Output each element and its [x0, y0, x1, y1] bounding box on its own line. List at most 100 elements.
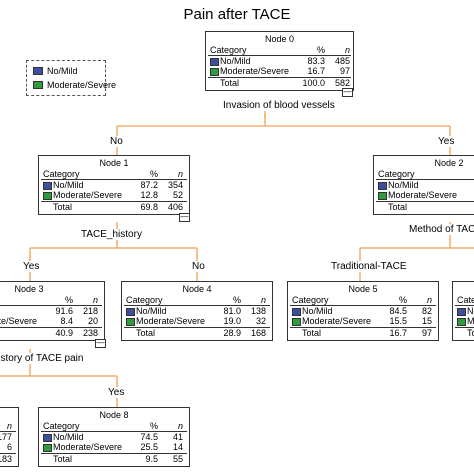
header-rule	[208, 55, 351, 56]
row-n: 354	[167, 180, 183, 190]
split-label-node1: TACE_history	[80, 229, 143, 240]
row-category: Moderate/Severe	[53, 442, 123, 452]
row-n: 6	[6, 442, 12, 452]
row-pct: 19.0	[223, 316, 241, 326]
total-pct: 100.0	[302, 78, 325, 88]
legend-label: No/Mild	[47, 66, 78, 76]
branch-label: No	[191, 261, 206, 272]
row-n: 14	[172, 442, 183, 452]
row-pct: 83.3	[307, 56, 325, 66]
collapse-toggle[interactable]: —	[95, 338, 106, 348]
branch-label: Yes	[107, 387, 126, 398]
header-category: Category	[292, 295, 329, 305]
row-category: No/Mild	[136, 306, 167, 316]
row-n: 138	[250, 306, 266, 316]
header-n: n	[344, 45, 350, 55]
row-pct: 8.4	[60, 316, 73, 326]
total-rule	[290, 327, 436, 328]
tree-node-7[interactable]: Node 7Category%nNo/Mild177Moderate/Sever…	[0, 407, 19, 467]
row-n: 82	[421, 306, 432, 316]
row-n: 41	[172, 432, 183, 442]
node-title: Node 7	[0, 410, 18, 420]
legend-swatch-no-mild	[33, 67, 43, 75]
row-pct: 74.5	[140, 432, 158, 442]
node-title: Node 4	[182, 284, 212, 294]
legend-item: Moderate/Severe	[33, 80, 116, 90]
row-pct: 91.6	[55, 306, 73, 316]
total-n: 97	[421, 328, 432, 338]
collapse-toggle[interactable]: —	[342, 87, 353, 97]
swatch-no-mild	[292, 308, 301, 316]
total-label: Total	[136, 328, 156, 338]
swatch-no-mild	[43, 182, 52, 190]
row-category: Moderate/Severe	[220, 66, 290, 76]
legend: No/Mild Moderate/Severe	[26, 60, 116, 96]
header-category: Category	[378, 169, 415, 179]
swatch-no-mild	[126, 308, 135, 316]
row-n: 218	[82, 306, 98, 316]
row-category: Moderate/Severe	[302, 316, 372, 326]
tree-node-6[interactable]: Node 6Category%nNo/MildModerate/SevereTo…	[452, 281, 474, 341]
total-pct: 40.9	[55, 328, 73, 338]
header-rule	[124, 305, 270, 306]
header-rule	[290, 305, 436, 306]
header-pct: %	[149, 169, 158, 179]
split-label-root: Invasion of blood vessels	[222, 100, 336, 111]
total-rule	[376, 201, 474, 202]
swatch-moderate-severe	[292, 318, 301, 326]
row-n: 15	[421, 316, 432, 326]
header-n: n	[177, 169, 183, 179]
swatch-moderate-severe	[126, 318, 135, 326]
header-category: Category	[43, 169, 80, 179]
node-title: Node 0	[264, 34, 295, 44]
row-category: Moderate/Severe	[136, 316, 206, 326]
row-category: Moderate/Severe	[467, 316, 474, 326]
total-rule	[208, 77, 351, 78]
branch-label: Traditional-TACE	[330, 261, 408, 272]
total-label: Total	[302, 328, 322, 338]
node-title: Node 1	[99, 158, 129, 168]
row-pct: 15.5	[389, 316, 407, 326]
tree-node-3[interactable]: Node 3Category%nNo/Mild91.6218Moderate/S…	[0, 281, 105, 341]
row-pct: 87.2	[140, 180, 158, 190]
header-category: Category	[126, 295, 163, 305]
header-n: n	[426, 295, 432, 305]
header-rule	[0, 305, 102, 306]
swatch-no-mild	[210, 58, 219, 66]
row-n: 97	[339, 66, 350, 76]
total-rule	[41, 201, 187, 202]
header-n: n	[92, 295, 98, 305]
total-n: 55	[172, 454, 183, 464]
total-label: Total	[467, 328, 474, 338]
header-rule	[455, 305, 474, 306]
split-label-node2: Method of TACE	[408, 224, 474, 235]
row-n: 485	[334, 56, 350, 66]
header-rule	[41, 431, 187, 432]
total-rule	[41, 453, 187, 454]
total-label: Total	[220, 78, 240, 88]
total-n: 582	[334, 78, 350, 88]
swatch-moderate-severe	[210, 68, 219, 76]
row-n: 20	[87, 316, 98, 326]
header-pct: %	[64, 295, 73, 305]
row-category: No/Mild	[388, 180, 419, 190]
total-rule	[0, 453, 16, 454]
header-pct: %	[316, 45, 325, 55]
row-n: 177	[0, 432, 12, 442]
header-category: Category	[43, 421, 80, 431]
row-pct: 16.7	[307, 66, 325, 76]
swatch-moderate-severe	[43, 444, 52, 452]
total-pct: 9.5	[145, 454, 158, 464]
row-category: Moderate/Severe	[388, 190, 458, 200]
collapse-toggle[interactable]: —	[179, 212, 190, 222]
row-pct: 12.8	[140, 190, 158, 200]
tree-node-2[interactable]: Node 2Category%nNo/MildModerate/SevereTo…	[373, 155, 474, 215]
header-pct: %	[398, 295, 407, 305]
total-label: Total	[388, 202, 408, 212]
